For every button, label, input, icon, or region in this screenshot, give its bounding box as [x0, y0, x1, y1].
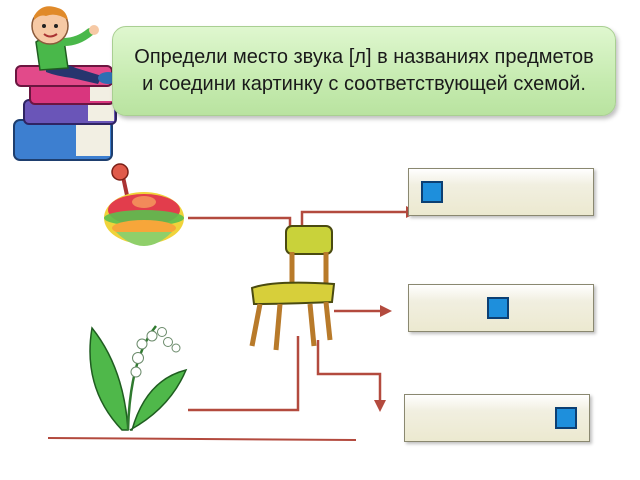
scheme-sound-middle[interactable] [408, 284, 594, 332]
arrowhead-scheme-3 [374, 400, 386, 412]
instruction-text: Определи место звука [л] в названиях пре… [134, 46, 594, 95]
connector-line-to-scheme-3 [316, 340, 382, 404]
ground-line [47, 437, 357, 441]
sound-marker [555, 407, 577, 429]
chair-icon[interactable] [244, 222, 340, 352]
arrowhead-scheme-2 [380, 305, 392, 317]
spinning-top-icon[interactable] [98, 160, 192, 260]
sound-marker [421, 181, 443, 203]
connector-line-lily [188, 336, 300, 412]
sound-marker [487, 297, 509, 319]
lily-of-the-valley-icon[interactable] [78, 318, 194, 432]
scheme-sound-end[interactable] [404, 394, 590, 442]
instruction-banner: Определи место звука [л] в названиях пре… [112, 26, 616, 116]
scheme-sound-beginning[interactable] [408, 168, 594, 216]
boy-on-books-icon [13, 6, 118, 161]
